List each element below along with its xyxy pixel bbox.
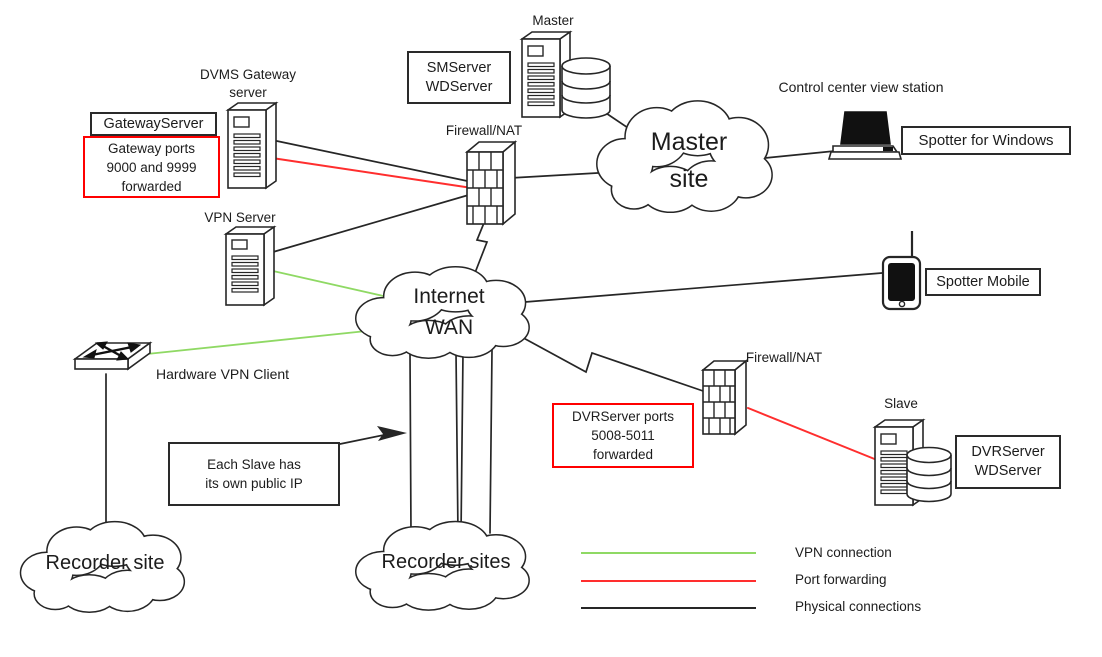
vpn-server-icon xyxy=(223,225,277,307)
dvr-ports-line3: forwarded xyxy=(592,447,654,462)
dvr-server-box: DVRServer WDServer xyxy=(955,435,1061,489)
legend-label-vpn: VPN connection xyxy=(795,545,892,560)
spotter-mobile-label: Spotter Mobile xyxy=(936,273,1030,290)
line-wan-to-spottermobile xyxy=(524,272,883,303)
slave-server-icon xyxy=(872,418,952,507)
vpn-connections xyxy=(146,270,393,355)
gateway-ports-line1: Gateway ports xyxy=(107,140,196,156)
recorder-sites-cloud-label: Recorder sites xyxy=(381,551,511,573)
master-server-label: Master xyxy=(532,13,574,28)
legend-lines xyxy=(581,552,756,609)
line-firewall-to-wan-zigzag xyxy=(472,217,489,279)
sm-server-box: SMServer WDServer xyxy=(407,51,511,104)
firewall-master-label: Firewall/NAT xyxy=(445,123,523,138)
internet-wan-line1: Internet xyxy=(413,285,485,308)
legend-label-physical: Physical connections xyxy=(795,599,922,614)
slave-public-ip-note-box: Each Slave has its own public IP xyxy=(168,442,340,506)
line-gateway-to-firewall-forwarding xyxy=(271,157,473,189)
master-server-icon xyxy=(519,30,611,119)
master-site-line1: Master xyxy=(650,128,728,156)
line-slavenote-arrow-shaft xyxy=(339,434,385,445)
spotter-windows-box: Spotter for Windows xyxy=(901,126,1071,155)
line-vpnserver-to-wan xyxy=(272,270,393,299)
master-site-cloud-label: Master site xyxy=(651,124,727,198)
line-wan-to-slavefirewall-zigzag xyxy=(517,334,707,393)
sm-server-line1: SMServer xyxy=(426,59,492,76)
slave-server-label: Slave xyxy=(884,396,918,411)
line-wan-recordersites-3 xyxy=(460,351,464,536)
spotter-mobile-box: Spotter Mobile xyxy=(925,268,1041,296)
hardware-vpn-client-icon xyxy=(72,341,153,371)
gateway-ports-line2: 9000 and 9999 xyxy=(106,159,197,175)
physical-connections xyxy=(105,102,883,541)
dvr-server-line1: DVRServer xyxy=(971,444,1045,460)
gateway-server-tag: GatewayServer xyxy=(103,115,204,132)
line-switch-to-wan xyxy=(146,329,377,355)
internet-wan-line2: WAN xyxy=(424,316,474,339)
dvr-ports-line2: 5008-5011 xyxy=(591,428,655,443)
dvr-ports-line1: DVRServer ports xyxy=(571,409,675,424)
recorder-site-cloud-label: Recorder site xyxy=(45,552,165,574)
dvr-server-line2: WDServer xyxy=(974,463,1042,479)
legend-label-port-forwarding: Port forwarding xyxy=(795,572,887,587)
line-vpnserver-to-firewall xyxy=(272,193,473,253)
control-station-label: Control center view station xyxy=(778,79,944,95)
firewall-master-icon xyxy=(464,140,518,226)
dvr-ports-note-box: DVRServer ports 5008-5011 forwarded xyxy=(552,403,694,468)
spotter-mobile-icon xyxy=(881,231,922,311)
vpn-server-label: VPN Server xyxy=(204,210,276,225)
gateway-server-title-line2: server xyxy=(229,85,267,100)
slavenote-arrowhead xyxy=(377,426,407,441)
hardware-vpn-client-label: Hardware VPN Client xyxy=(156,366,290,382)
firewall-slave-icon xyxy=(700,359,749,436)
sm-server-line2: WDServer xyxy=(425,78,493,95)
gateway-server-tag-box: GatewayServer xyxy=(90,112,217,136)
line-slavefirewall-to-slave-forwarding xyxy=(747,407,883,463)
gateway-ports-note-box: Gateway ports 9000 and 9999 forwarded xyxy=(83,136,220,198)
firewall-slave-label: Firewall/NAT xyxy=(745,350,823,365)
gateway-server-title-line1: DVMS Gateway xyxy=(199,67,297,82)
line-wan-recordersites-2 xyxy=(455,351,459,536)
slave-note-line2: its own public IP xyxy=(205,476,303,491)
internet-wan-cloud-label: Internet WAN xyxy=(413,281,484,343)
master-site-line2: site xyxy=(669,165,709,193)
port-forwarding-connections xyxy=(271,157,883,463)
control-station-icon xyxy=(827,111,903,160)
slave-note-line1: Each Slave has xyxy=(207,457,301,472)
line-gateway-to-firewall xyxy=(271,139,473,183)
gateway-server-icon xyxy=(225,101,279,190)
gateway-ports-line3: forwarded xyxy=(121,178,182,194)
line-firewall-to-mastersite xyxy=(509,171,616,179)
spotter-windows-label: Spotter for Windows xyxy=(918,132,1054,149)
line-wan-recordersites-4 xyxy=(489,349,493,534)
line-wan-recordersites-1 xyxy=(409,351,412,536)
